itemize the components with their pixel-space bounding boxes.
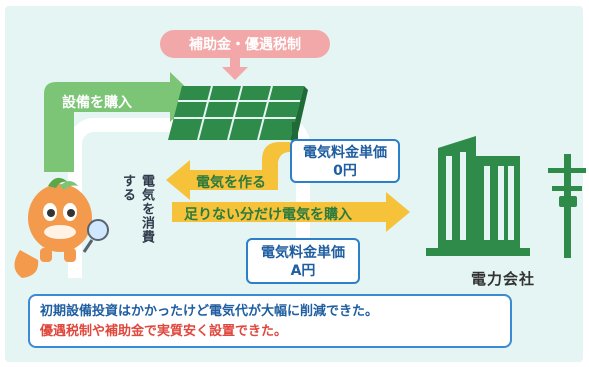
self-price-box: 電気料金単価 0円 [290, 139, 400, 183]
grid-price-title: 電気料金単価 [261, 245, 345, 261]
grid-price-box: 電気料金単価 A円 [246, 238, 360, 284]
purchase-label: 設備を購入 [62, 95, 132, 111]
magnifier-icon [82, 219, 109, 253]
utility-pole-icon [548, 154, 586, 258]
buy-shortage-arrow [172, 192, 410, 232]
buy-shortage-label: 足りない分だけ電気を購入 [184, 207, 352, 223]
subsidy-down-arrow-icon [222, 58, 248, 80]
consume-label: 電気を消費する [120, 174, 154, 244]
purchase-arrow [44, 72, 196, 172]
self-price-title: 電気料金単価 [303, 145, 387, 161]
company-label: 電力会社 [470, 270, 535, 288]
generate-label: 電気を作る [196, 175, 266, 191]
building-icon [426, 136, 530, 256]
message-line-1: 初期設備投資はかかったけど電気代が大幅に削減できた。 [40, 304, 379, 319]
self-price-value: 0円 [333, 163, 357, 179]
mascot-character [14, 177, 92, 278]
message-line-2: 優遇税制や補助金で実質安く設置できた。 [40, 324, 288, 339]
subsidy-badge: 補助金・優遇税制 [160, 30, 330, 58]
message-box: 初期設備投資はかかったけど電気代が大幅に削減できた。 優遇税制や補助金で実質安く… [28, 294, 512, 348]
generate-arrow [166, 142, 290, 200]
solar-panel-icon [168, 85, 308, 142]
grid-price-value: A円 [290, 263, 316, 279]
